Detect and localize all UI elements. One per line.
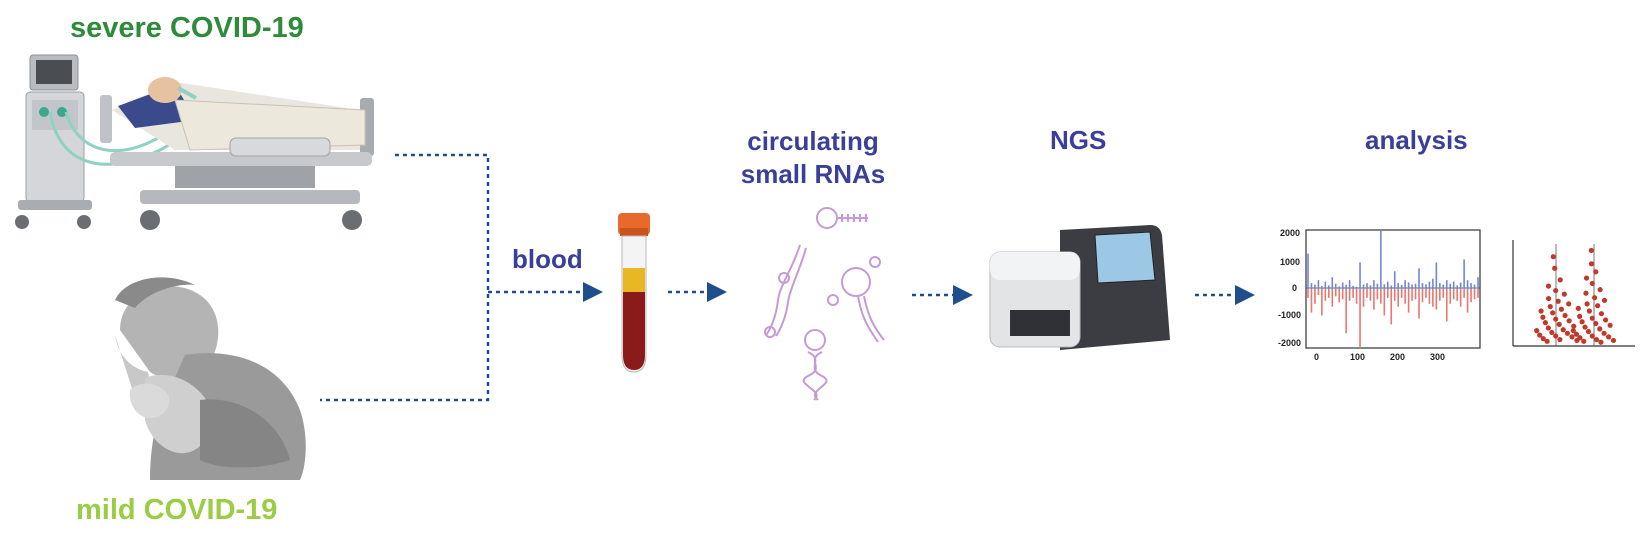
- scatter-point: [1592, 295, 1598, 301]
- scatter-point: [1566, 318, 1572, 324]
- scatter-point: [1560, 327, 1566, 333]
- scatter-point: [1550, 310, 1556, 316]
- y-tick-1000: 1000: [1280, 257, 1300, 267]
- scatter-point: [1553, 316, 1559, 322]
- scatter-point: [1545, 283, 1552, 289]
- scatter-point: [1569, 334, 1575, 340]
- scatter-point: [1542, 320, 1548, 326]
- circulating-label-line2: small RNAs: [740, 159, 886, 189]
- scatter-point: [1598, 311, 1605, 317]
- series-up: [1307, 230, 1479, 289]
- scatter-point: [1579, 319, 1585, 325]
- scatter-point: [1601, 330, 1607, 336]
- ngs-sequencer-illustration: [989, 225, 1170, 350]
- scatter-point: [1557, 277, 1563, 283]
- blood-label: blood: [512, 244, 583, 274]
- scatter-point: [1538, 308, 1544, 314]
- hospital-bed-patient-illustration: [100, 77, 374, 230]
- scatter-point: [1588, 247, 1594, 254]
- scatter-point: [1606, 334, 1612, 340]
- scatter-point: [1597, 326, 1603, 332]
- scatter-point: [1571, 323, 1577, 329]
- x-tick-200: 200: [1390, 352, 1405, 362]
- scatter-point: [1537, 332, 1543, 338]
- analysis-scatter-chart: [1512, 240, 1635, 347]
- scatter-point: [1534, 328, 1540, 334]
- scatter-point: [1589, 315, 1595, 321]
- scatter-point: [1549, 329, 1555, 336]
- scatter-point: [1561, 291, 1567, 297]
- x-tick-0: 0: [1314, 352, 1319, 362]
- scatter-point: [1581, 338, 1587, 344]
- scatter-point: [1550, 254, 1556, 260]
- y-tick-minus2000: -2000: [1278, 338, 1301, 348]
- scatter-point: [1570, 328, 1576, 334]
- mild-covid-label: mild COVID-19: [76, 494, 278, 526]
- scatter-point: [1583, 290, 1589, 296]
- scatter-point: [1546, 295, 1552, 302]
- ventilator-illustration: [15, 54, 186, 229]
- scatter-point: [1545, 325, 1551, 331]
- blood-tube-illustration: [618, 213, 650, 373]
- small-rna-illustration: [764, 207, 885, 401]
- scatter-point: [1577, 335, 1583, 341]
- scatter-point: [1573, 331, 1580, 337]
- scatter-point: [1586, 308, 1592, 314]
- scatter-point: [1593, 269, 1599, 275]
- scatter-point: [1583, 275, 1590, 281]
- scatter-point: [1564, 330, 1571, 336]
- scatter-point: [1558, 306, 1564, 312]
- scatter-point: [1553, 287, 1559, 294]
- scatter-point: [1562, 312, 1568, 319]
- scatter-point: [1607, 322, 1613, 328]
- y-tick-2000: 2000: [1280, 228, 1300, 238]
- circulating-label-line1: circulating: [747, 126, 879, 156]
- scatter-point: [1540, 336, 1546, 342]
- scatter-point: [1540, 314, 1546, 320]
- scatter-point: [1598, 339, 1604, 345]
- x-tick-300: 300: [1430, 352, 1445, 362]
- scatter-point: [1610, 337, 1617, 344]
- scatter-point: [1585, 328, 1592, 335]
- scatter-point: [1566, 301, 1572, 307]
- scatter-point: [1601, 297, 1608, 303]
- scatter-point: [1556, 321, 1562, 327]
- scatter-point: [1557, 336, 1563, 343]
- scatter-point: [1582, 324, 1588, 330]
- scatter-point: [1553, 333, 1559, 339]
- y-tick-0: 0: [1292, 283, 1297, 293]
- scatter-point: [1597, 287, 1603, 293]
- scatter-point: [1577, 313, 1583, 319]
- x-tick-100: 100: [1350, 352, 1365, 362]
- scatter-point: [1575, 305, 1581, 311]
- analysis-label: analysis: [1365, 125, 1468, 155]
- y-tick-minus1000: -1000: [1278, 310, 1301, 320]
- circulating-small-rnas-label: circulating small RNAs: [728, 125, 898, 191]
- scatter-point: [1552, 265, 1558, 271]
- ngs-label: NGS: [1050, 125, 1107, 155]
- scatter-point: [1602, 317, 1609, 323]
- scatter-point: [1589, 280, 1595, 287]
- series-down: [1307, 289, 1479, 348]
- scatter-point: [1588, 261, 1595, 267]
- scatter-point: [1547, 303, 1553, 310]
- severe-covid-label: severe COVID-19: [70, 12, 304, 44]
- scatter-point: [1595, 303, 1601, 309]
- coughing-person-illustration: [115, 277, 306, 480]
- scatter-point: [1593, 336, 1600, 343]
- scatter-point: [1544, 338, 1550, 344]
- scatter-point: [1593, 320, 1599, 327]
- scatter-points: [1534, 247, 1617, 345]
- scatter-point: [1584, 301, 1590, 307]
- connector-lines: [320, 153, 1255, 402]
- analysis-line-chart: 2000 1000 0 -1000 -2000 0 100 200 300: [1278, 228, 1481, 362]
- scatter-point: [1555, 298, 1561, 304]
- scatter-point: [1589, 333, 1595, 339]
